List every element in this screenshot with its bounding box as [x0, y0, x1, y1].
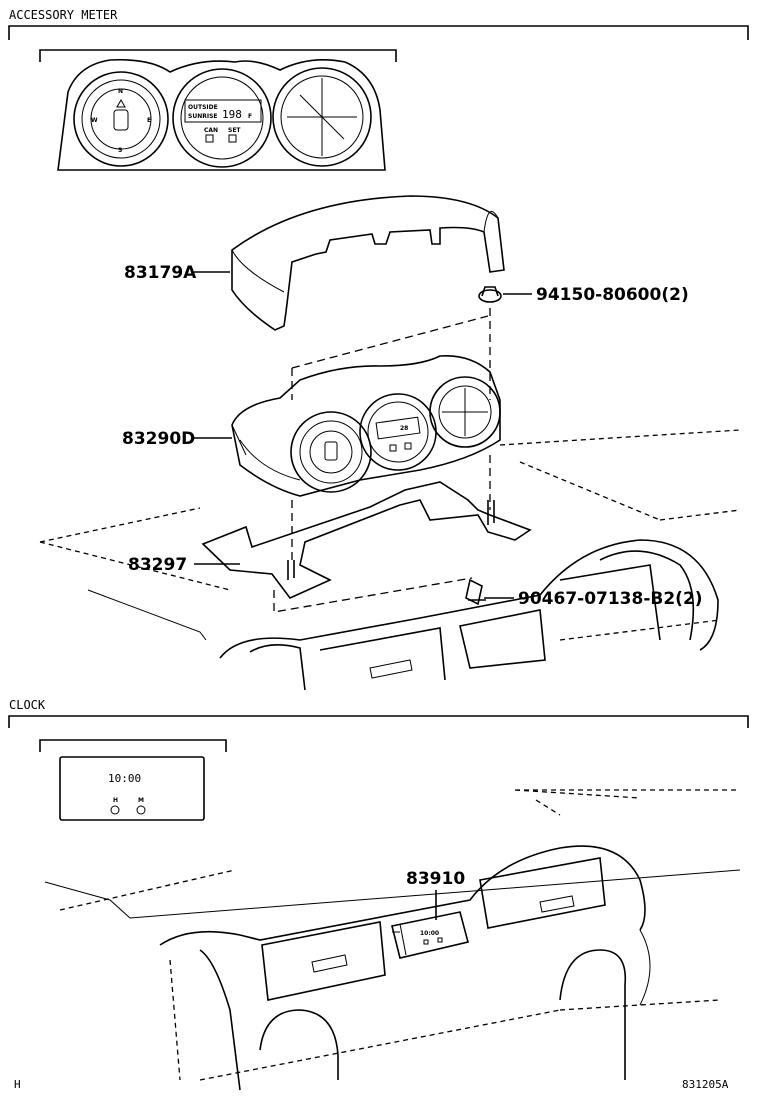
- section-bracket-accessory-meter: [8, 25, 749, 40]
- dashboard-upper: [39, 429, 741, 691]
- part-83910-clock: 10:00: [391, 911, 469, 959]
- inset-compass-e: E: [147, 117, 151, 124]
- part-94150-nut: [478, 286, 502, 303]
- inset-display-label-1: OUTSIDE: [188, 104, 218, 111]
- inset-meter-view: N E S W OUTSIDE SUNRISE 198 F CAN SET: [57, 58, 386, 171]
- footer-left-code: H: [14, 1078, 21, 1091]
- unit-meter-display: 28: [400, 425, 408, 432]
- inset-button-can-label: CAN: [204, 127, 218, 134]
- part-label-83290d: 83290D: [122, 429, 195, 449]
- part-label-83179a: 83179A: [124, 263, 197, 283]
- dashed-align-top: [291, 315, 489, 369]
- inset-clock-h-button: [110, 805, 120, 815]
- inset-display-value: 198: [222, 108, 242, 121]
- part-label-83297: 83297: [128, 555, 187, 575]
- compass-vehicle-icon: [113, 109, 129, 131]
- part-90467-clip: [465, 578, 486, 606]
- inset-display-unit: F: [248, 113, 252, 120]
- part-83290d-meter: 28: [231, 355, 501, 497]
- part-label-90467: 90467-07138-B2(2): [518, 589, 703, 609]
- unit-clock-display: 10:00: [420, 930, 439, 937]
- inset-clock-m-button: [136, 805, 146, 815]
- inset-button-can: [205, 134, 214, 143]
- inset-display-label-2: SUNRISE: [188, 113, 218, 120]
- part-label-83910: 83910: [406, 869, 465, 889]
- inset-clock-h-label: H: [113, 797, 118, 804]
- inset-clock-time: 10:00: [108, 772, 141, 785]
- inset-compass-w: W: [91, 117, 98, 124]
- inset-button-set-label: SET: [228, 127, 241, 134]
- inset-button-set: [228, 134, 237, 143]
- part-label-94150: 94150-80600(2): [536, 285, 689, 305]
- inset-clock-view: 10:00 H M: [59, 756, 205, 821]
- part-83179a-cover: [231, 195, 505, 331]
- inset-compass-n: N: [118, 88, 123, 95]
- section-bracket-clock: [8, 715, 749, 728]
- footer-illustration-code: 831205A: [682, 1078, 729, 1091]
- dashed-align-bracket: [273, 500, 473, 613]
- dashboard-lower: [44, 789, 741, 1091]
- part-83297-bracket: [201, 481, 532, 599]
- inset-clock-m-label: M: [138, 797, 144, 804]
- section-title-clock: CLOCK: [9, 698, 46, 712]
- inset-bracket-meter: [39, 49, 397, 62]
- inset-bracket-clock: [39, 739, 227, 752]
- section-title-accessory-meter: ACCESSORY METER: [9, 8, 118, 22]
- inset-compass-s: S: [118, 147, 122, 154]
